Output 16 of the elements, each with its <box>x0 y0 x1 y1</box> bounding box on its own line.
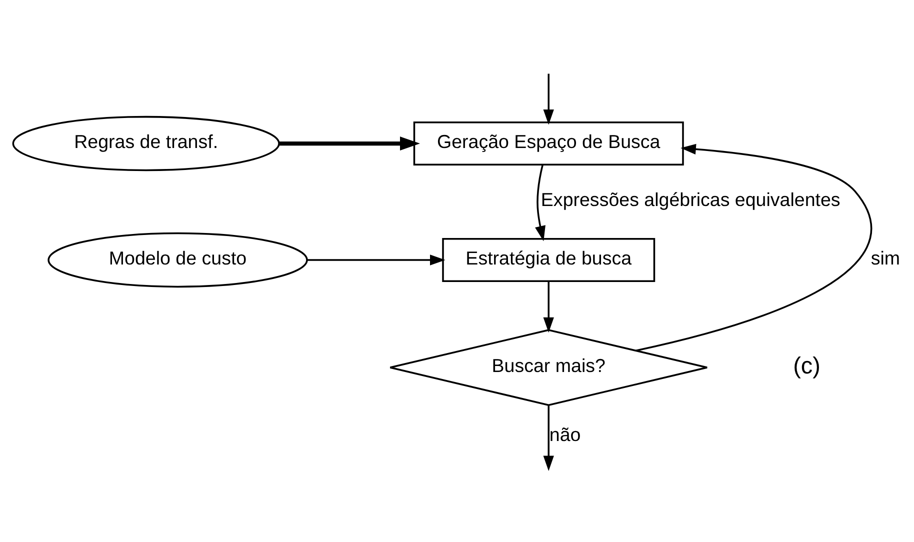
arrow <box>307 254 446 266</box>
arrow <box>535 164 546 242</box>
arrow <box>543 74 554 125</box>
edge-label: Expressões algébricas equivalentes <box>540 189 840 210</box>
arrow <box>543 281 554 333</box>
edge-label: não <box>549 424 581 446</box>
arrow <box>636 144 872 352</box>
arrow <box>278 136 420 151</box>
node-box: Estratégia de busca <box>442 238 656 282</box>
arrow <box>543 405 554 472</box>
node-ellipse: Regras de transf. <box>12 116 280 172</box>
node-diamond: Buscar mais? <box>389 329 708 406</box>
node-ellipse: Modelo de custo <box>48 232 308 288</box>
node-box: Geração Espaço de Busca <box>413 122 684 166</box>
edge-label: sim <box>870 247 900 268</box>
label: (c) <box>793 352 820 378</box>
